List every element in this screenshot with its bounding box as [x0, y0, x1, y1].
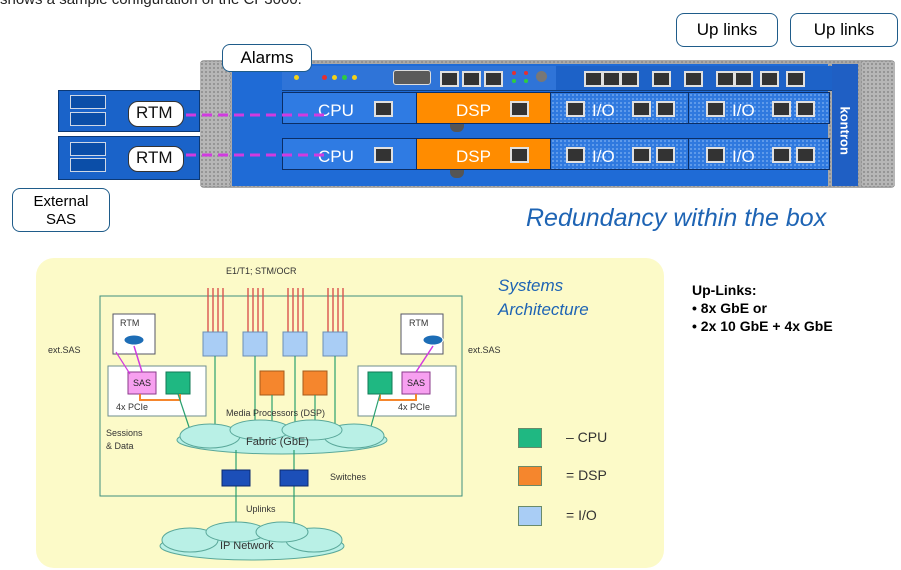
slot-port: [772, 147, 791, 163]
uplinks-info-item: • 2x 10 GbE + 4x GbE: [692, 318, 833, 334]
legend-cpu-label: – CPU: [566, 429, 608, 445]
slot-port: [796, 101, 815, 117]
uplinks-label: Uplinks: [246, 504, 276, 514]
ext-sas-right: ext.SAS: [468, 345, 501, 355]
cpu-label: CPU: [318, 101, 354, 120]
uplinks-info-item: • 8x GbE or: [692, 300, 767, 316]
systems-title-line2: Architecture: [498, 300, 589, 319]
header-fragment: shows a sample configuration of the CP30…: [0, 0, 302, 8]
rtm-label: RTM: [136, 103, 173, 122]
top-port: [440, 71, 459, 87]
rtm-label: RTM: [136, 148, 173, 167]
legend-io-label: = I/O: [566, 507, 597, 523]
rtm-label-box: [128, 101, 184, 127]
legend-cpu-swatch: [518, 428, 542, 448]
slot-port: [566, 147, 585, 163]
dsp-slot-1: [416, 92, 552, 124]
io-label: I/O: [592, 147, 615, 166]
e1-label: E1/T1; STM/OCR: [226, 266, 297, 276]
alarms-callout: Alarms: [222, 44, 312, 72]
uplink-port: [652, 71, 671, 87]
slot-port: [632, 147, 651, 163]
systems-title-line1: Systems: [498, 276, 564, 295]
uplink-port: [786, 71, 805, 87]
slot-port: [510, 101, 529, 117]
ext-sas-left: ext.SAS: [48, 345, 81, 355]
legend-io-swatch: [518, 506, 542, 526]
top-port: [462, 71, 481, 87]
legend-dsp-label: = DSP: [566, 467, 607, 483]
uplink-port: [620, 71, 639, 87]
switches-label: Switches: [330, 472, 367, 482]
uplinks-callout-2: Up links: [790, 13, 898, 47]
io-label: I/O: [732, 147, 755, 166]
drive-bay: [70, 95, 106, 109]
drive-bay: [70, 112, 106, 126]
alarm-connector: [393, 70, 431, 85]
sessions-line2: & Data: [106, 441, 134, 451]
drive-bay: [70, 158, 106, 172]
slot-port: [706, 101, 725, 117]
redundancy-caption: Redundancy within the box: [526, 204, 827, 232]
uplinks-callout-1: Up links: [676, 13, 778, 47]
legend-dsp-swatch: [518, 466, 542, 486]
slot-port: [566, 101, 585, 117]
rtm-left-label: RTM: [120, 318, 140, 328]
drive-bay: [70, 142, 106, 156]
slot-handle: [450, 124, 464, 132]
rack-ear-right: [862, 62, 895, 186]
rack-ear-left: [200, 62, 230, 186]
top-port: [484, 71, 503, 87]
slot-port: [632, 101, 651, 117]
slot-port: [772, 101, 791, 117]
top-knob: [536, 71, 547, 82]
sas-right-label: SAS: [407, 378, 426, 388]
io-label: I/O: [732, 101, 755, 120]
slot-port: [656, 147, 675, 163]
uplinks-info-title: Up-Links:: [692, 282, 757, 298]
slot-port: [656, 101, 675, 117]
rtm-cpu-links: [186, 113, 330, 157]
slot-port: [374, 147, 393, 163]
dsp-slot-2: [416, 138, 552, 170]
slot-port: [510, 147, 529, 163]
dsp-label: DSP: [456, 147, 491, 166]
cpu-slot-1: [282, 92, 418, 124]
uplink-port: [734, 71, 753, 87]
uplink-port: [684, 71, 703, 87]
io-label: I/O: [592, 101, 615, 120]
ip-network-label: IP Network: [220, 540, 274, 552]
slot-port: [706, 147, 725, 163]
uplink-port: [760, 71, 779, 87]
external-sas-callout: External SAS: [12, 188, 110, 232]
rtm-label-box: [128, 146, 184, 172]
cpu-label: CPU: [318, 147, 354, 166]
slot-port: [374, 101, 393, 117]
sas-left-label: SAS: [133, 378, 152, 388]
fabric-label: Fabric (GbE): [246, 436, 309, 448]
sessions-line1: Sessions: [106, 428, 143, 438]
external-sas-line1: External: [33, 193, 89, 210]
slot-port: [796, 147, 815, 163]
rtm-right-label: RTM: [409, 318, 429, 328]
external-sas-line2: SAS: [45, 211, 76, 228]
pcie-right-label: 4x PCIe: [398, 402, 431, 412]
brand-strip: [832, 64, 858, 186]
pcie-left-label: 4x PCIe: [116, 402, 149, 412]
slot-handle: [450, 170, 464, 178]
dsp-label: DSP: [456, 101, 491, 120]
media-processors-label: Media Processors (DSP): [226, 408, 326, 418]
